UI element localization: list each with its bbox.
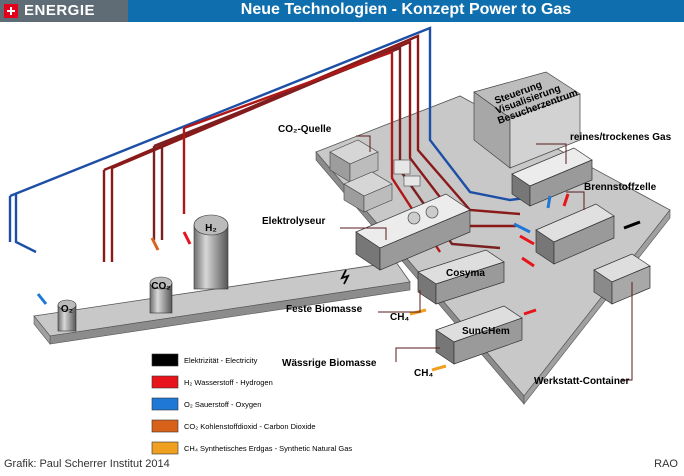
gas-pipes bbox=[8, 26, 541, 262]
power-out-arrow-icon bbox=[623, 220, 641, 230]
oxygen-tank: O₂ bbox=[57, 299, 77, 332]
power-to-gas-diagram: O₂ CO₂ H₂ Steuerung Visualisierung Besuc… bbox=[8, 26, 672, 455]
co2-arrow-icon bbox=[150, 237, 160, 251]
footer-tag: RAO bbox=[654, 458, 678, 470]
fuel-cell-unit bbox=[535, 203, 615, 265]
electrolyser-unit bbox=[355, 193, 471, 271]
fuel-cell-label: Brennstoffzelle bbox=[584, 182, 657, 193]
ch4-label-2: CH₄ bbox=[414, 368, 433, 379]
gas-purification-unit bbox=[511, 147, 593, 207]
legend-label: CH₄ Synthetisches Erdgas - Synthetic Nat… bbox=[184, 444, 352, 453]
legend-swatch bbox=[151, 353, 179, 367]
co2-source-label: CO₂-Quelle bbox=[278, 124, 332, 135]
h2-arrow-icon bbox=[182, 231, 192, 245]
footer-credit: Grafik: Paul Scherrer Institut 2014 bbox=[4, 458, 170, 470]
hydrogen-tank: H₂ bbox=[193, 214, 229, 290]
tank-o2-label: O₂ bbox=[61, 304, 73, 315]
wet-biomass-label: Wässrige Biomasse bbox=[282, 358, 377, 369]
sunchem-label: SunCHem bbox=[462, 326, 510, 337]
o2-arrow-icon bbox=[36, 293, 48, 305]
legend-swatch bbox=[151, 419, 179, 433]
control-building: Steuerung Visualisierung Besucherzentrum bbox=[473, 71, 581, 169]
ch4-label-1: CH₄ bbox=[390, 312, 409, 323]
legend-label: O₂ Sauerstoff - Oxygen bbox=[184, 400, 261, 409]
h2-flow-arrow-icon-3 bbox=[523, 308, 537, 316]
legend-label: H₂ Wasserstoff - Hydrogen bbox=[184, 378, 273, 387]
h2-flow-arrow-icon-2 bbox=[521, 256, 535, 268]
legend-swatch bbox=[151, 397, 179, 411]
co2-tank: CO₂ bbox=[149, 276, 173, 314]
solid-biomass-label: Feste Biomasse bbox=[286, 304, 363, 315]
tank-co2-label: CO₂ bbox=[151, 281, 170, 292]
swiss-flag-icon bbox=[4, 4, 18, 18]
up-arrow-red-icon bbox=[562, 193, 570, 207]
tank-h2-label: H₂ bbox=[205, 223, 217, 234]
h2-flow-arrow-icon-1 bbox=[519, 234, 535, 246]
workshop-container bbox=[593, 253, 651, 305]
legend: Elektrizität - Electricity H₂ Wasserstoff… bbox=[151, 353, 352, 455]
sunchem-unit: SunCHem bbox=[435, 305, 523, 365]
page-title: Neue Technologien - Konzept Power to Gas bbox=[240, 1, 572, 18]
up-arrow-blue-icon bbox=[546, 195, 552, 209]
badge-label: ENERGIE bbox=[24, 2, 96, 19]
label-leaders bbox=[340, 135, 633, 381]
energie-badge: ENERGIE bbox=[0, 0, 128, 22]
clean-gas-label: reines/trockenes Gas bbox=[570, 132, 672, 143]
o2-pipe bbox=[8, 26, 541, 242]
co2-source-building bbox=[329, 139, 421, 213]
ch4-arrow-icon-2 bbox=[431, 364, 447, 372]
legend-swatch bbox=[151, 441, 179, 455]
legend-swatch bbox=[151, 375, 179, 389]
electricity-in-icon bbox=[340, 269, 350, 285]
header-bar: ENERGIE Neue Technologien - Konzept Powe… bbox=[0, 0, 684, 22]
cosyma-label: Cosyma bbox=[446, 268, 485, 279]
legend-label: Elektrizität - Electricity bbox=[184, 356, 258, 365]
o2-flow-arrow-icon bbox=[513, 222, 531, 234]
cosyma-unit: Cosyma bbox=[417, 249, 505, 305]
workshop-label: Werkstatt-Container bbox=[534, 376, 629, 387]
electrolyser-label: Elektrolyseur bbox=[262, 216, 325, 227]
legend-label: CO₂ Kohlenstoffdioxid - Carbon Dioxide bbox=[184, 422, 316, 431]
